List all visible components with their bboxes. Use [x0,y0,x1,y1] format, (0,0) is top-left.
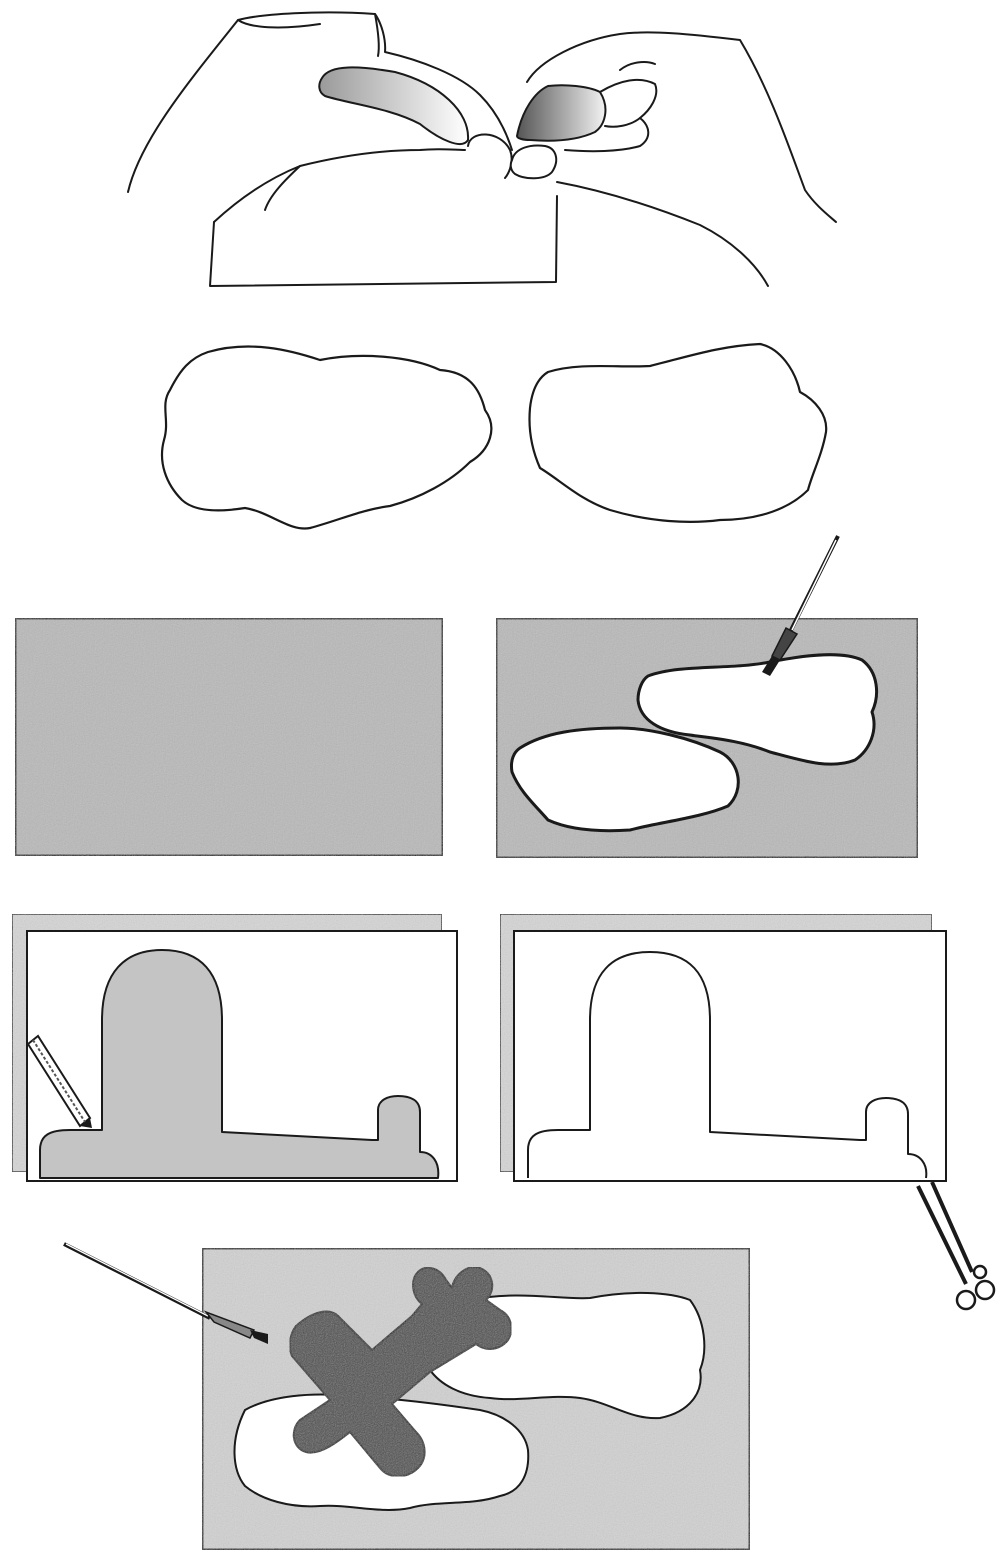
step-paint-airplane [64,1244,750,1550]
step-paint-around-clouds [496,536,918,858]
step-torn-cloud-shapes [162,344,826,529]
step-stencil-drawn [12,914,457,1181]
left-finger [319,67,468,144]
paper-sheet [210,196,557,286]
step-paint-background [15,618,443,856]
right-thumb [517,85,605,140]
scissors-icon [918,1182,994,1309]
cloud-cutout-left [162,347,491,529]
step-tear-paper [128,12,836,286]
cloud-cutout-right [529,344,826,522]
grey-board [15,618,443,856]
